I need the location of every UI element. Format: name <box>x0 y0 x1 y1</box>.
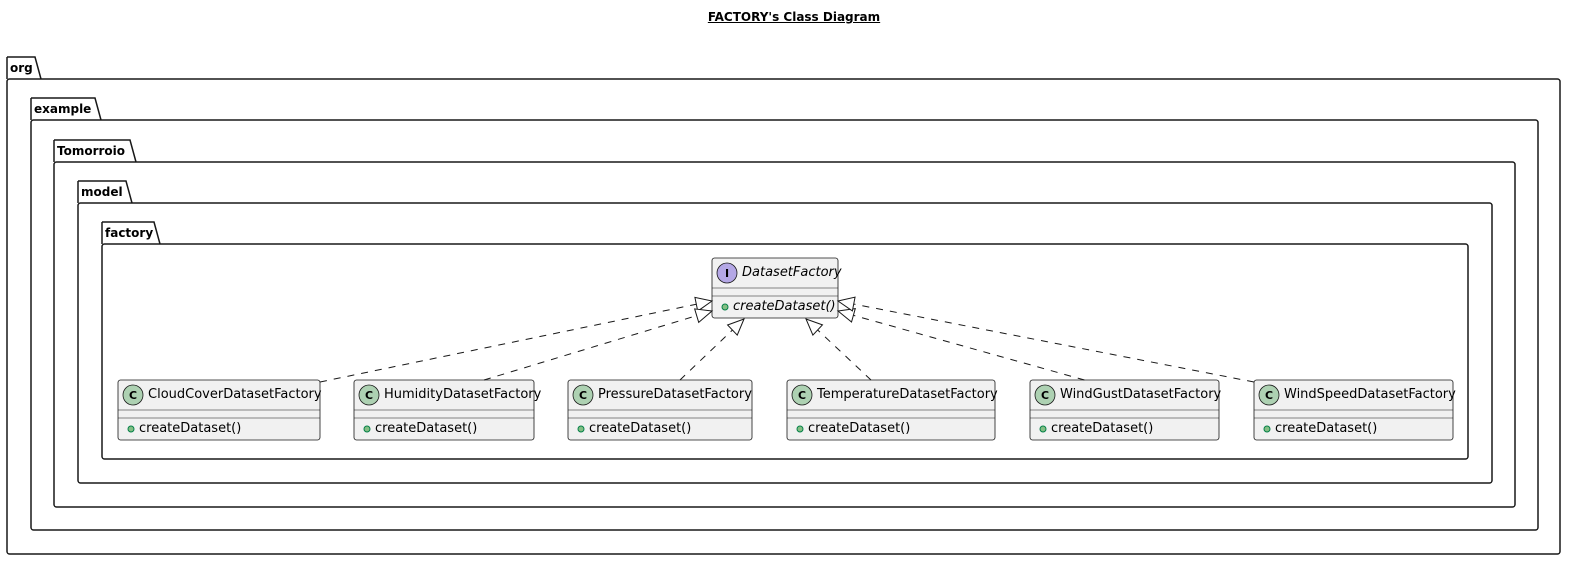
package-tab-example <box>31 97 102 121</box>
diagram-title: FACTORY's Class Diagram <box>707 10 881 24</box>
realization-arrowhead <box>805 318 824 336</box>
package-tab-org <box>7 56 42 80</box>
class-operation: createDataset() <box>589 421 692 436</box>
stereotype-letter: C <box>798 389 806 402</box>
realization-line <box>817 329 872 381</box>
stereotype-letter: I <box>725 267 729 280</box>
class-name: WindSpeedDatasetFactory <box>1284 387 1456 402</box>
package-frame-factory <box>101 243 1469 460</box>
package-tab-model <box>78 180 133 204</box>
stereotype-letter: C <box>129 389 137 402</box>
class-name: CloudCoverDatasetFactory <box>148 387 322 402</box>
package-tab-Tomorroio <box>54 139 137 163</box>
public-visibility-icon <box>127 425 135 433</box>
package-tab-factory <box>102 221 161 245</box>
package-frame-Tomorroio <box>53 161 1516 508</box>
realization-arrowhead <box>836 296 856 312</box>
class-operation: createDataset() <box>1275 421 1378 436</box>
class-name: TemperatureDatasetFactory <box>817 387 998 402</box>
package-label-example: example <box>34 102 92 116</box>
class-operation: createDataset() <box>375 421 478 436</box>
realization-line <box>853 303 1255 383</box>
class-stereotype-icon <box>791 384 813 406</box>
public-visibility-icon <box>577 425 585 433</box>
package-label-Tomorroio: Tomorroio <box>57 144 126 158</box>
realization-line <box>679 329 733 381</box>
public-visibility-icon <box>796 425 804 433</box>
class-operation: createDataset() <box>808 421 911 436</box>
package-label-model: model <box>81 185 123 199</box>
interface-name: DatasetFactory <box>742 265 842 280</box>
class-operation: createDataset() <box>139 421 242 436</box>
class-stereotype-icon <box>358 384 380 406</box>
class-stereotype-icon <box>122 384 144 406</box>
class-name: PressureDatasetFactory <box>598 387 752 402</box>
interface-operation: createDataset() <box>733 299 836 314</box>
class-name: WindGustDatasetFactory <box>1060 387 1222 402</box>
package-label-org: org <box>10 61 33 75</box>
realization-line <box>483 315 697 381</box>
interface-stereotype-icon <box>716 262 738 284</box>
package-frame-org <box>6 78 1561 555</box>
realization-arrowhead <box>694 296 714 312</box>
stereotype-letter: C <box>365 389 373 402</box>
stereotype-letter: C <box>1041 389 1049 402</box>
class-stereotype-icon <box>572 384 594 406</box>
public-visibility-icon <box>363 425 371 433</box>
realization-arrowhead <box>693 308 714 324</box>
class-stereotype-icon <box>1258 384 1280 406</box>
realization-line <box>319 303 697 383</box>
stereotype-letter: C <box>579 389 587 402</box>
package-frame-example <box>30 119 1539 531</box>
public-visibility-icon <box>1263 425 1271 433</box>
class-operation: createDataset() <box>1051 421 1154 436</box>
class-stereotype-icon <box>1034 384 1056 406</box>
class-name: HumidityDatasetFactory <box>384 387 542 402</box>
realization-arrowhead <box>726 318 745 337</box>
stereotype-letter: C <box>1265 389 1273 402</box>
public-visibility-icon <box>721 303 729 311</box>
realization-line <box>853 314 1085 381</box>
package-frame-model <box>77 202 1493 484</box>
realization-arrowhead <box>836 307 856 323</box>
package-label-factory: factory <box>105 226 154 240</box>
public-visibility-icon <box>1039 425 1047 433</box>
